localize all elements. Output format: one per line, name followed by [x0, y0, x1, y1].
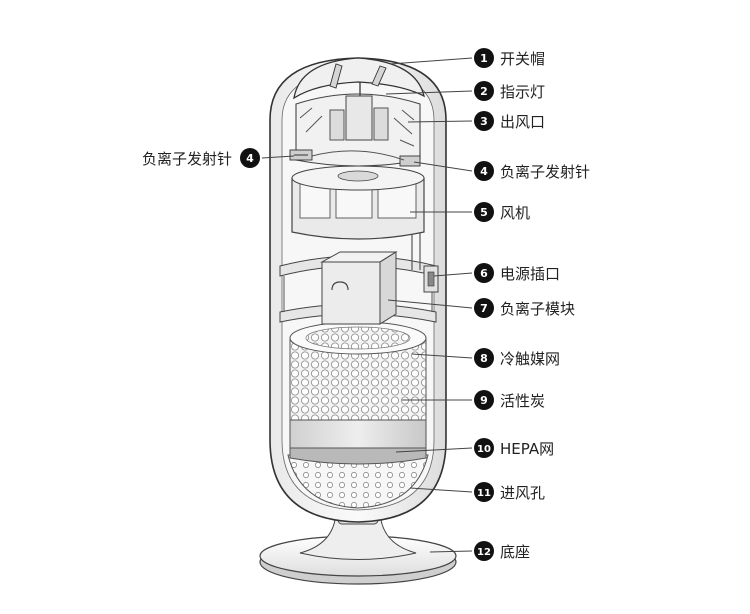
label-fan: 风机 [500, 204, 530, 222]
callout-number: 3 [480, 115, 488, 128]
callout-12: 12 底座 [474, 541, 530, 561]
callout-1: 1 开关帽 [474, 48, 545, 68]
label-ion-module: 负离子模块 [500, 300, 575, 318]
callout-6: 6 电源插口 [474, 263, 560, 283]
ion-module [320, 251, 398, 325]
power-socket [423, 265, 439, 293]
callout-3: 3 出风口 [474, 111, 545, 131]
label-base: 底座 [500, 543, 530, 561]
callout-number: 11 [477, 488, 491, 499]
callout-number: 6 [480, 267, 488, 280]
callout-number: 5 [480, 206, 488, 219]
callout-number: 8 [480, 352, 488, 365]
fan-unit [291, 165, 425, 240]
callout-number: 12 [477, 547, 491, 558]
callout-10: 10 HEPA网 [474, 438, 554, 458]
filter-stack [289, 321, 427, 465]
callout-number: 1 [480, 52, 488, 65]
label-air-intake: 进风孔 [500, 484, 545, 502]
callout-9: 9 活性炭 [474, 390, 545, 410]
label-hepa: HEPA网 [500, 440, 554, 458]
label-activated-carbon: 活性炭 [500, 392, 545, 410]
callout-number: 4 [246, 152, 254, 165]
callout-number: 7 [480, 302, 488, 315]
switch-cap [293, 57, 425, 100]
callout-4-right: 4 负离子发射针 [474, 161, 590, 181]
callout-number: 9 [480, 394, 488, 407]
callout-11: 11 进风孔 [474, 482, 545, 502]
callout-number: 10 [477, 444, 491, 455]
label-ion-pin-left: 负离子发射针 [142, 150, 232, 168]
label-indicator-light: 指示灯 [500, 83, 545, 101]
label-cold-catalyst: 冷触媒网 [500, 350, 560, 368]
label-air-outlet: 出风口 [500, 113, 545, 131]
callout-4-left: 负离子发射针 4 [142, 148, 260, 168]
callout-8: 8 冷触媒网 [474, 348, 560, 368]
air-outlet-assembly [289, 76, 421, 167]
label-ion-pin-right: 负离子发射针 [500, 163, 590, 181]
callout-number: 2 [480, 85, 488, 98]
callout-number: 4 [480, 165, 488, 178]
leader-lines [261, 57, 473, 553]
intake-grille [287, 454, 429, 509]
callout-7: 7 负离子模块 [474, 298, 575, 318]
callout-5: 5 风机 [474, 202, 530, 222]
label-switch-cap: 开关帽 [500, 50, 545, 68]
label-power-socket: 电源插口 [500, 265, 560, 283]
callout-2: 2 指示灯 [474, 81, 545, 101]
